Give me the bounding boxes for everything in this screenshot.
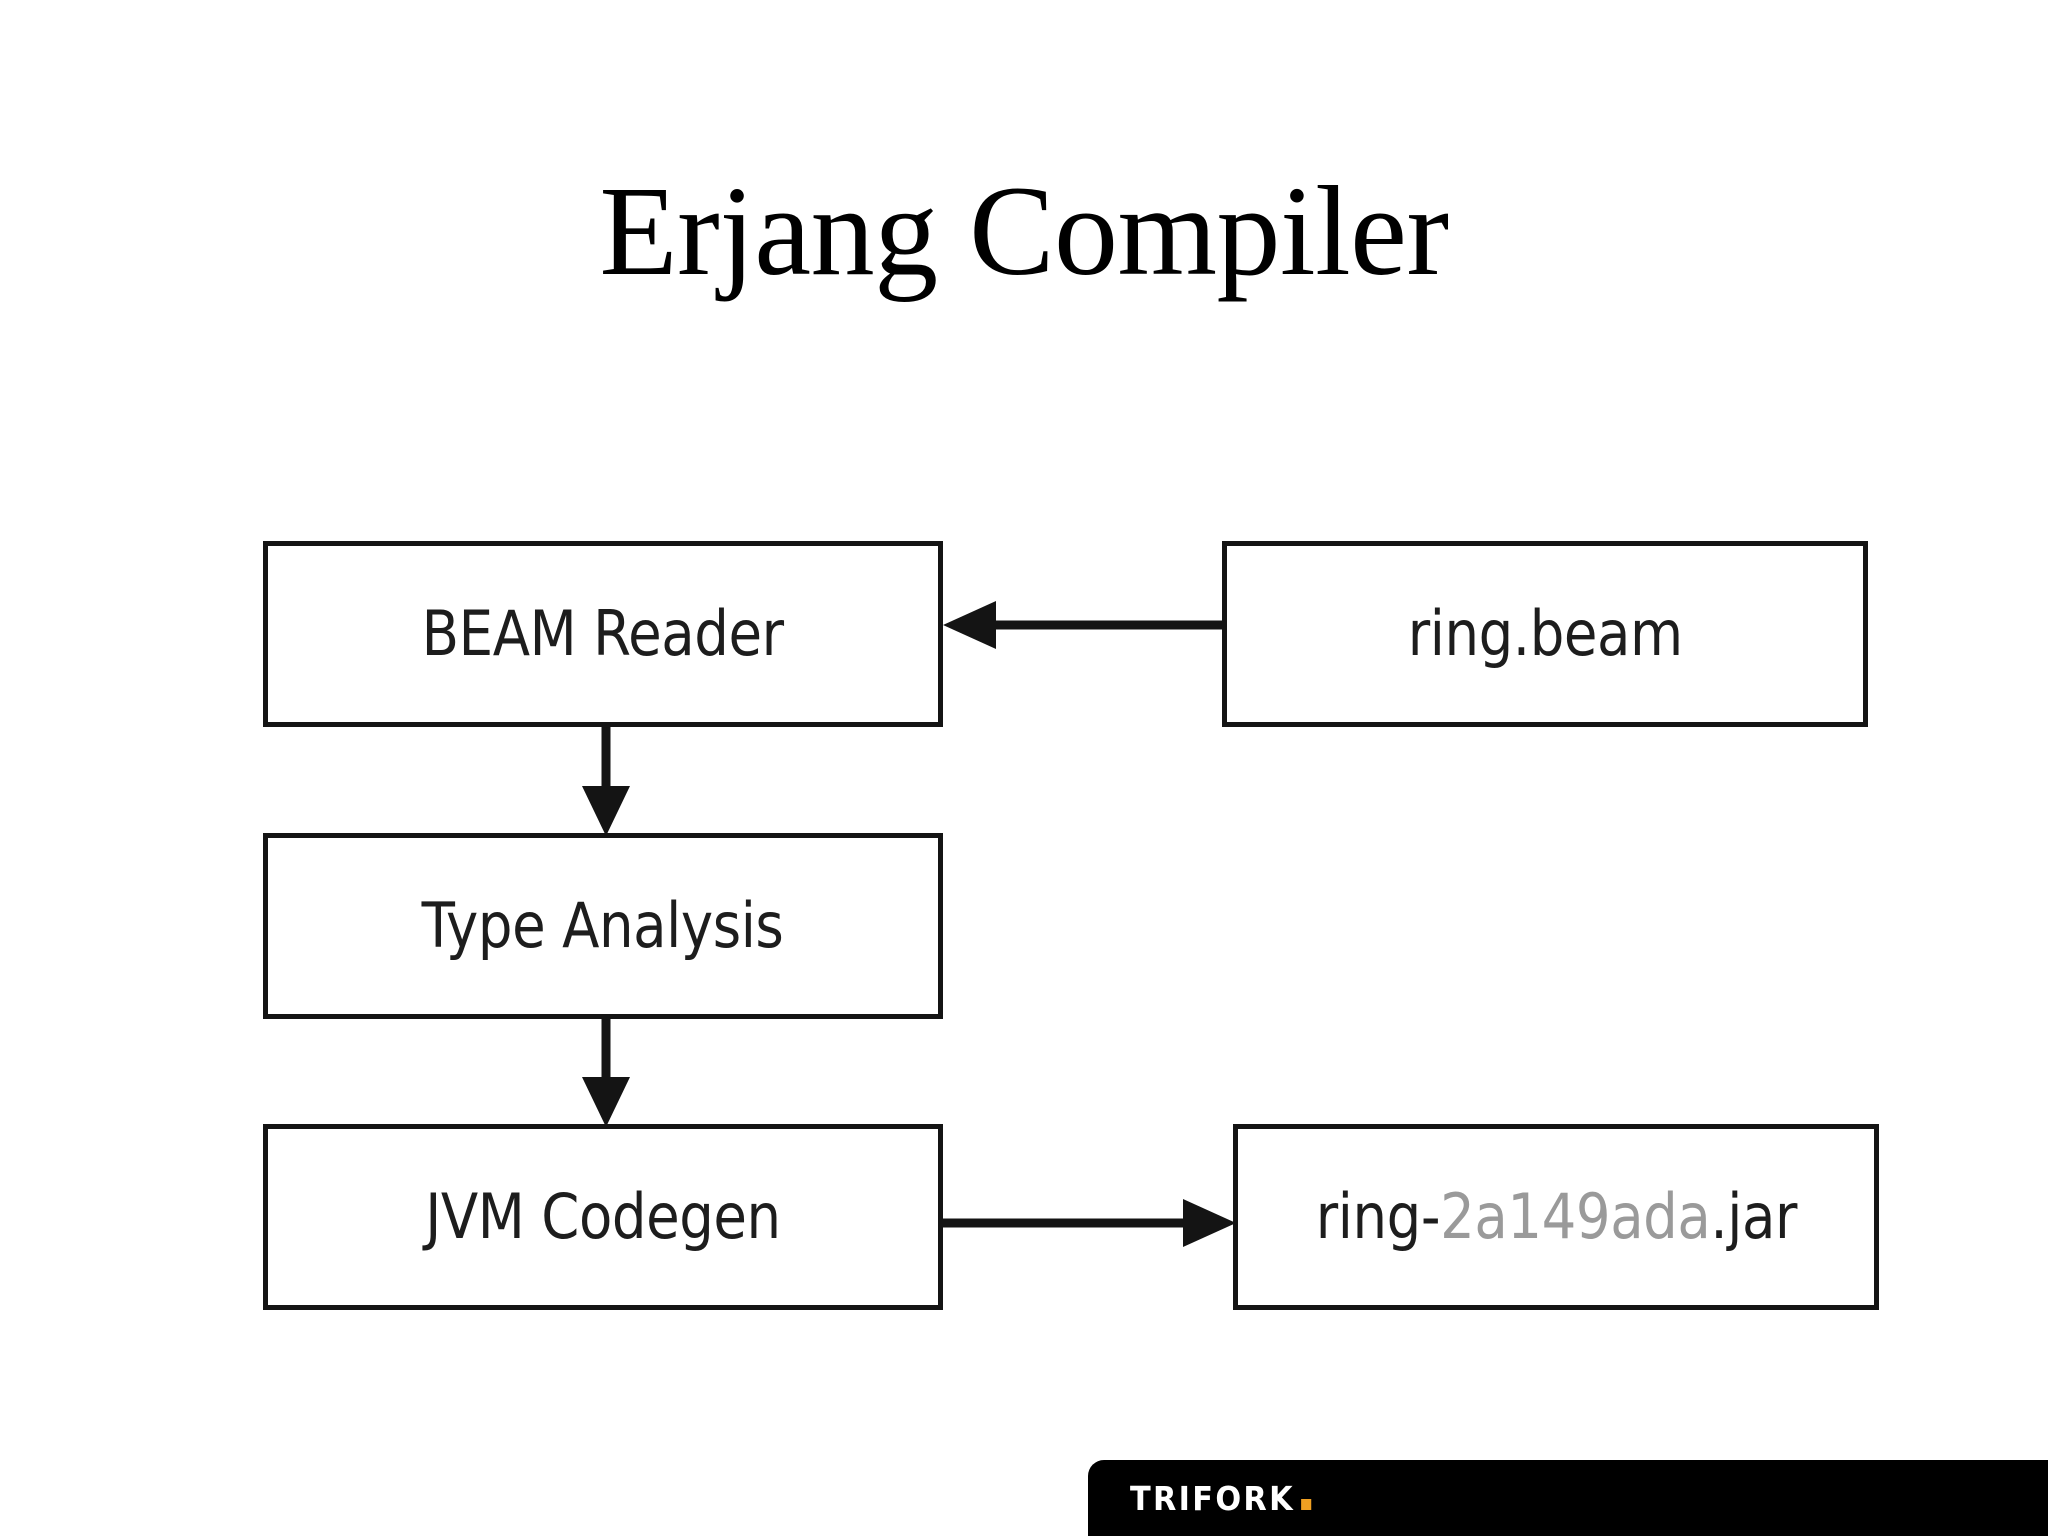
- node-ring-jar-hash: 2a149ada: [1439, 1180, 1711, 1253]
- trifork-wordmark: TRIFORK: [1130, 1478, 1312, 1518]
- trifork-dot-icon: [1301, 1498, 1312, 1510]
- node-ring-jar-prefix: ring-: [1315, 1180, 1440, 1253]
- node-ring-beam[interactable]: ring.beam: [1222, 541, 1868, 727]
- edge-ringbeam-to-beamreader: [943, 601, 1222, 649]
- edge-jvmcodegen-to-ringjar: [943, 1199, 1236, 1247]
- node-beam-reader-label: BEAM Reader: [422, 597, 784, 670]
- node-ring-jar[interactable]: ring-2a149ada.jar: [1233, 1124, 1879, 1310]
- node-beam-reader[interactable]: BEAM Reader: [263, 541, 943, 727]
- trifork-wordmark-text: TRIFORK: [1130, 1478, 1295, 1518]
- page-title: Erjang Compiler: [599, 159, 1449, 302]
- node-ring-jar-label: ring-2a149ada.jar: [1315, 1186, 1797, 1248]
- edge-typeanalysis-to-jvmcodegen: [582, 1019, 630, 1127]
- node-type-analysis[interactable]: Type Analysis: [263, 833, 943, 1019]
- trifork-logo-bar: TRIFORK: [1088, 1460, 2048, 1536]
- node-type-analysis-label: Type Analysis: [422, 889, 784, 962]
- node-jvm-codegen[interactable]: JVM Codegen: [263, 1124, 943, 1310]
- node-ring-jar-suffix: .jar: [1709, 1180, 1797, 1253]
- node-jvm-codegen-label: JVM Codegen: [425, 1180, 781, 1253]
- node-ring-beam-label: ring.beam: [1407, 597, 1683, 670]
- edge-beamreader-to-typeanalysis: [582, 727, 630, 836]
